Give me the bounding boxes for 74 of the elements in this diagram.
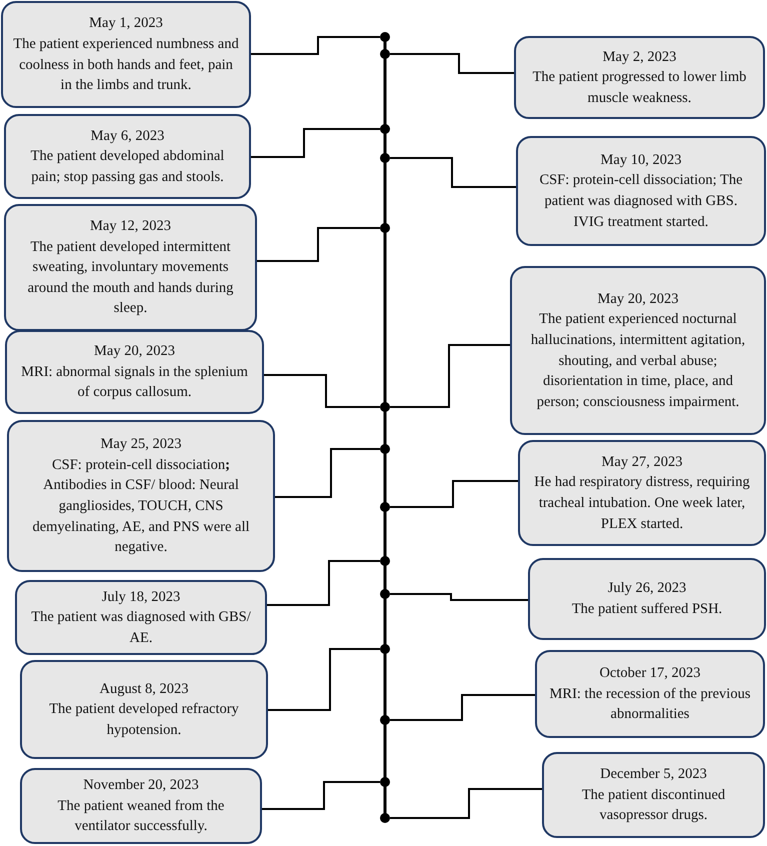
event-description: MRI: abnormal signals in the splenium of corpus callosum. [20, 362, 249, 402]
event-date: May 10, 2023 [600, 150, 682, 170]
event-description: The patient developed refractory hypotension. [48, 700, 240, 740]
connector-line [275, 448, 380, 498]
event-box [4, 204, 257, 331]
connector-line [390, 157, 516, 188]
event-box [15, 580, 267, 655]
timeline-dot [380, 813, 390, 823]
connector-line [257, 227, 380, 262]
connector-line [390, 53, 514, 74]
event-description: The patient weaned from the ventilator successfully. [56, 796, 226, 836]
event-description: The patient experienced nocturnal hallucinations, intermittent agitation, shouting, and verbal abuse; disorientation in time, place, and person; consciousness impairment. [530, 310, 746, 412]
event-date: May 20, 2023 [94, 342, 175, 362]
connector-line [251, 128, 380, 158]
timeline-dot [380, 124, 390, 134]
event-box [20, 660, 268, 759]
connector-line [264, 374, 380, 408]
connector-line [390, 694, 535, 721]
event-box [510, 266, 766, 435]
event-description: The patient progressed to lower limb muscle weakness. [532, 68, 748, 108]
event-description: The patient developed intermittent sweating, involuntary movements around the mouth and hands during sleep. [26, 238, 234, 318]
event-date: May 27, 2023 [602, 452, 682, 472]
timeline-dot [380, 32, 390, 42]
timeline-dot [380, 444, 390, 454]
event-description: MRI: the recession of the previous abnormalities [548, 684, 752, 724]
event-description: The patient was diagnosed with GBS/ AE. [30, 608, 252, 648]
event-box [514, 36, 765, 119]
event-box [7, 420, 275, 572]
event-description: He had respiratory distress, requiring tracheal intubation. One week later, PLEX started. [533, 473, 751, 534]
event-box [4, 114, 251, 199]
timeline-dot [380, 49, 390, 59]
connector-line [390, 344, 510, 408]
timeline-dot [380, 644, 390, 654]
event-box [20, 768, 262, 844]
timeline-dot [380, 502, 390, 512]
event-box [542, 752, 765, 838]
connector-line [251, 36, 380, 55]
event-box [516, 136, 766, 246]
event-date: May 1, 2023 [89, 14, 163, 34]
event-box [518, 440, 766, 546]
event-date: May 2, 2023 [602, 48, 676, 67]
event-description: The patient developed abdominal pain; stop passing gas and stools. [30, 147, 226, 187]
connector-line [262, 781, 380, 810]
connector-line [390, 593, 528, 601]
event-date: May 20, 2023 [598, 290, 678, 309]
event-description: The patient discontinued vasopressor drugs. [580, 786, 726, 826]
connector-line [390, 480, 518, 508]
event-date: July 18, 2023 [102, 588, 180, 607]
timeline-dot [380, 777, 390, 787]
timeline-dot [380, 715, 390, 725]
event-description: The patient experienced numbness and coolness in both hands and feet, pain in the limbs and trunk. [13, 34, 239, 96]
timeline-dot [380, 402, 390, 412]
event-date: December 5, 2023 [600, 765, 707, 784]
event-date: July 26, 2023 [608, 579, 686, 598]
timeline-dot [380, 556, 390, 566]
timeline-dot [380, 589, 390, 599]
connector-line [267, 560, 380, 606]
event-box [1, 1, 251, 108]
event-box [528, 558, 766, 640]
event-box [535, 650, 765, 738]
connector-line [268, 648, 380, 711]
event-description: CSF: protein-cell dissociation; The patient was diagnosed with GBS. IVIG treatment started. [538, 171, 744, 232]
event-description: The patient suffered PSH. [572, 600, 722, 619]
event-date: May 12, 2023 [90, 217, 171, 236]
event-description: CSF: protein-cell dissociation; Antibodies in CSF/ blood: Neural gangliosides, TOUCH, CNS demyelinating, AE, and PNS were all negative. [31, 456, 251, 558]
event-date: August 8, 2023 [99, 680, 189, 699]
event-date: October 17, 2023 [599, 664, 701, 684]
event-date: May 25, 2023 [100, 435, 182, 454]
event-box [5, 330, 264, 414]
event-date: May 6, 2023 [90, 126, 164, 146]
timeline-dot [380, 223, 390, 233]
connector-line [390, 788, 542, 819]
event-date: November 20, 2023 [83, 776, 199, 796]
timeline-dot [380, 153, 390, 163]
